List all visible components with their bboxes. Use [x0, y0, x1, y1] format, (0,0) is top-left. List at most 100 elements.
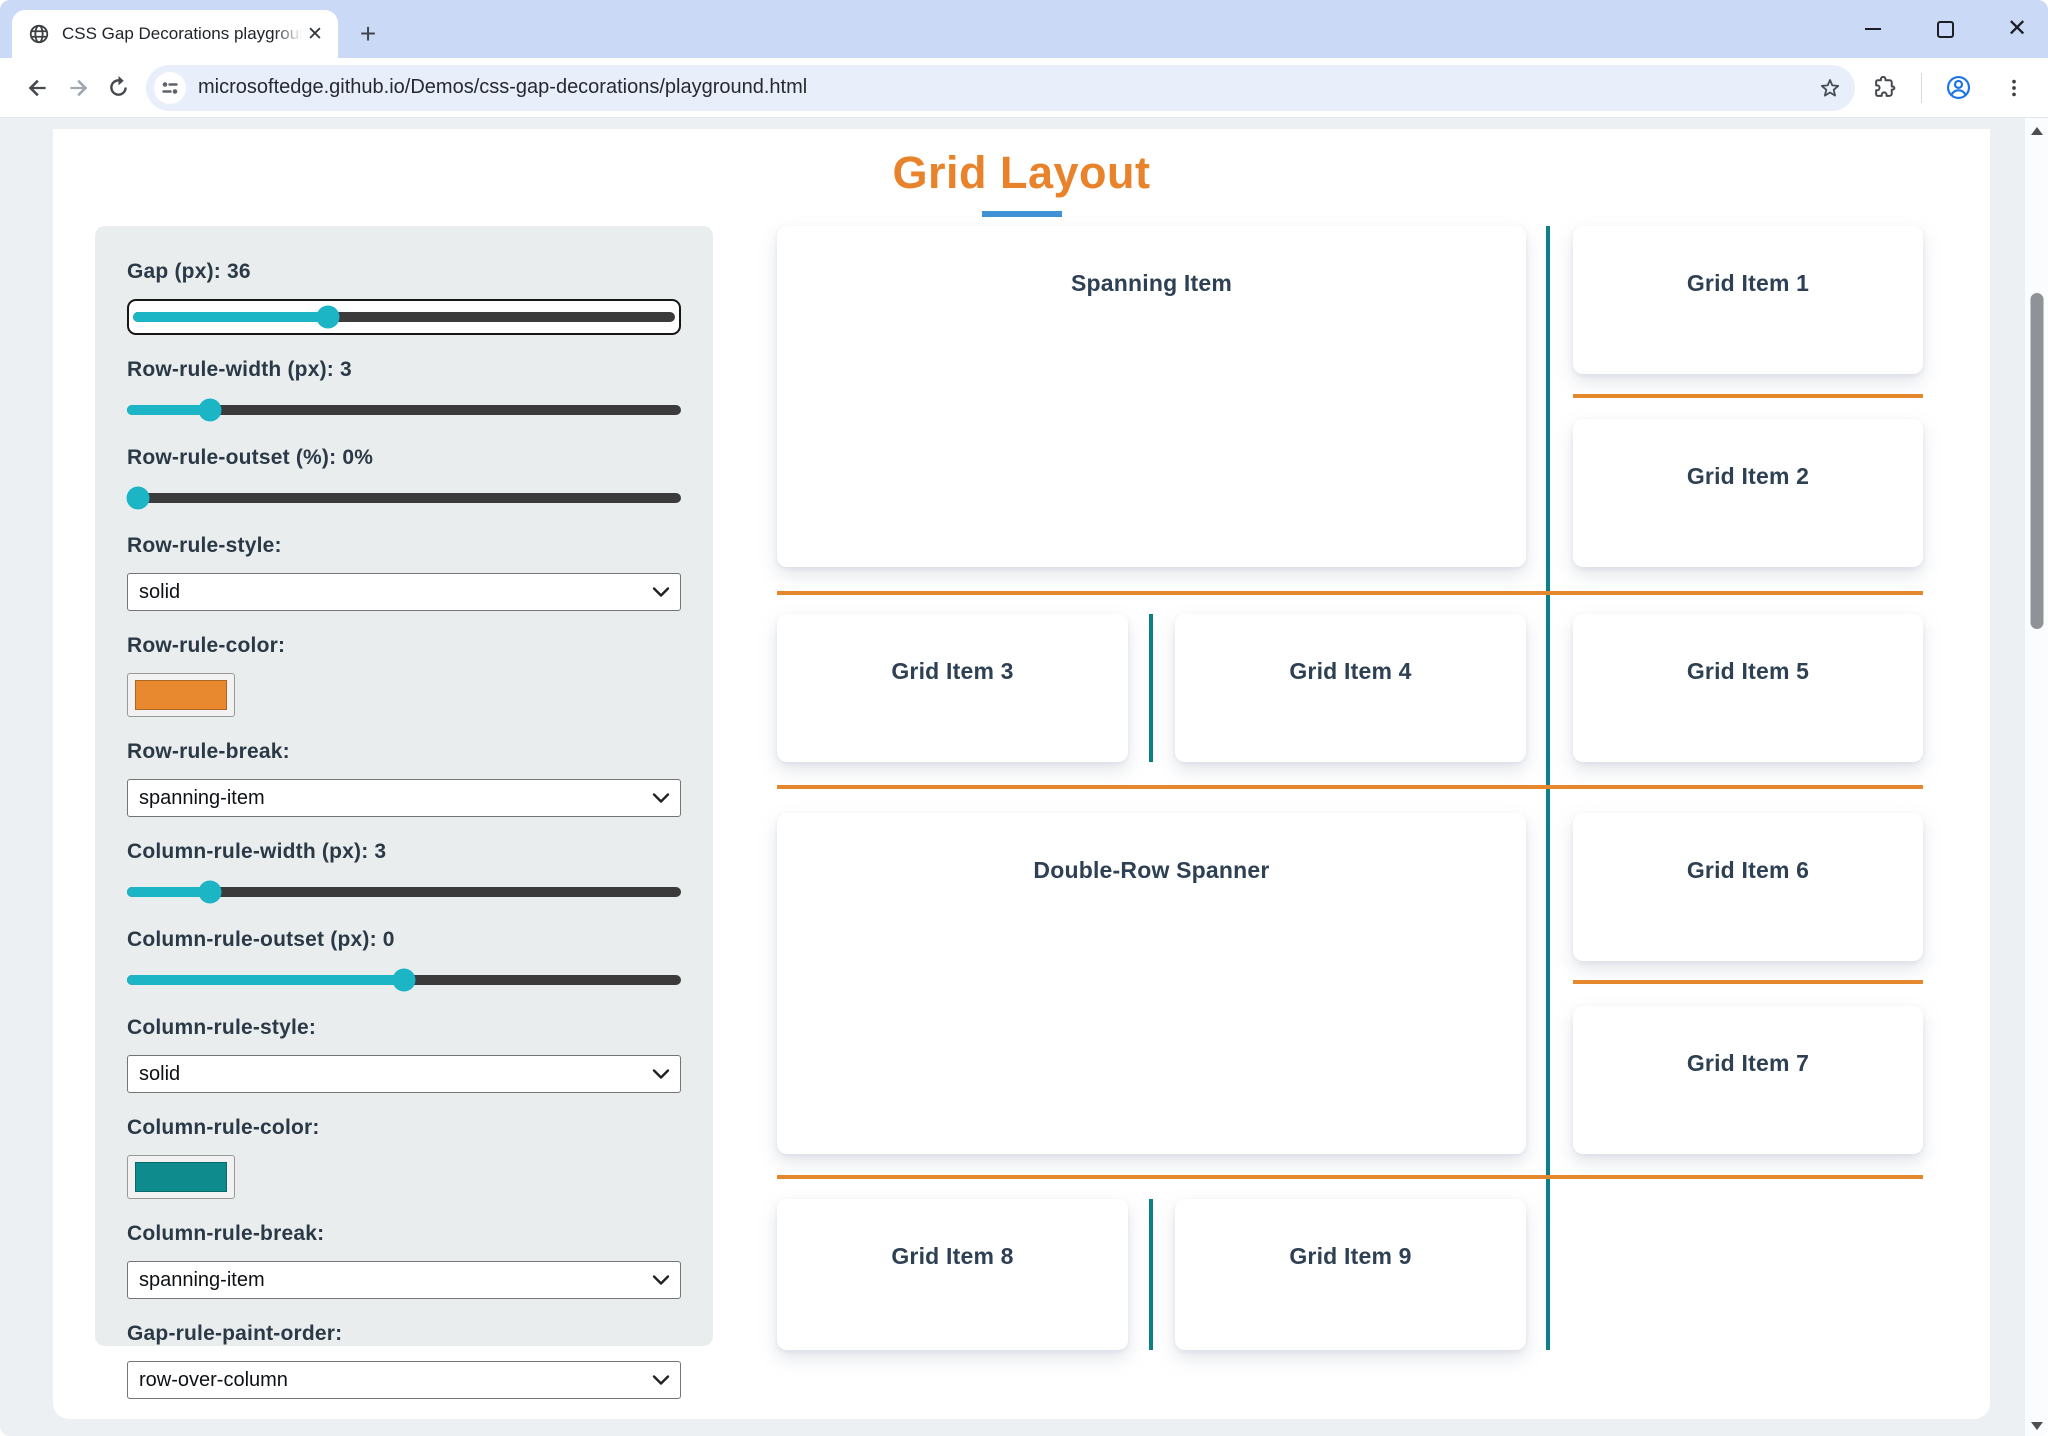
grid-item: Grid Item 9 — [1175, 1199, 1526, 1350]
slider-fill — [127, 975, 404, 985]
row-gap-rule — [777, 1175, 1923, 1179]
select-value: row-over-column — [139, 1368, 288, 1391]
control-group: Row-rule-width (px): 3 — [127, 358, 681, 423]
controls-panel: Gap (px): 36 Row-rule-width (px): 3 Row-ru… — [95, 226, 713, 1399]
control-label: Row-rule-outset (%): 0% — [127, 446, 374, 469]
profile-icon[interactable] — [1938, 68, 1978, 108]
range-slider[interactable] — [127, 967, 681, 993]
range-slider[interactable] — [127, 397, 681, 423]
scroll-up-icon[interactable] — [2030, 127, 2043, 135]
page-viewport: Grid Layout Gap (px): 36 Row-rule-width (… — [0, 118, 2048, 1436]
reload-icon[interactable] — [98, 68, 138, 108]
select-dropdown[interactable]: spanning-item — [127, 779, 681, 817]
select-value: solid — [139, 1062, 181, 1085]
control-label: Row-rule-color: — [127, 634, 286, 657]
minimize-icon — [1865, 27, 1881, 31]
slider-track[interactable] — [126, 486, 681, 510]
control-group: Row-rule-outset (%): 0% — [126, 446, 681, 511]
control-group: Column-rule-color: — [127, 1116, 681, 1199]
color-picker-button[interactable] — [127, 1155, 235, 1199]
slider-fill — [133, 312, 329, 322]
grid-item: Grid Item 5 — [1573, 614, 1923, 762]
page-title: Grid Layout — [892, 147, 1151, 198]
browser-tab[interactable]: CSS Gap Decorations playgroun ✕ — [12, 10, 338, 58]
control-group: Column-rule-style: solid — [127, 1016, 681, 1093]
page-scrollbar[interactable] — [2025, 118, 2048, 1436]
control-label: Row-rule-width (px): 3 — [127, 358, 352, 381]
toolbar-separator — [1921, 72, 1922, 103]
select-value: solid — [139, 580, 181, 603]
control-label: Row-rule-style: — [127, 534, 282, 557]
control-group: Gap (px): 36 — [127, 260, 681, 335]
scrollbar-thumb[interactable] — [2030, 293, 2043, 629]
grid-item: Grid Item 3 — [777, 614, 1128, 762]
grid-item: Grid Item 7 — [1573, 1006, 1923, 1154]
grid-item: Grid Item 1 — [1573, 226, 1923, 374]
grid-item: Grid Item 2 — [1573, 419, 1923, 567]
color-swatch — [135, 1162, 227, 1192]
slider-track[interactable] — [127, 880, 681, 904]
select-value: spanning-item — [139, 1268, 265, 1291]
forward-button[interactable] — [58, 68, 98, 108]
scroll-down-icon[interactable] — [2030, 1422, 2043, 1430]
tab-close-icon[interactable]: ✕ — [307, 23, 323, 45]
url-text: microsoftedge.github.io/Demos/css-gap-de… — [198, 76, 808, 98]
select-dropdown[interactable]: row-over-column — [127, 1361, 681, 1399]
new-tab-button[interactable]: + — [359, 18, 377, 49]
slider-track[interactable] — [127, 968, 681, 992]
slider-thumb[interactable] — [126, 486, 150, 510]
page-main: Grid Layout Gap (px): 36 Row-rule-width (… — [53, 129, 1990, 1419]
control-group: Gap-rule-paint-order:row-over-column — [127, 1322, 681, 1399]
slider-thumb[interactable] — [198, 880, 222, 904]
range-slider[interactable] — [127, 299, 681, 335]
range-slider[interactable] — [126, 485, 681, 511]
row-gap-rule — [1573, 980, 1923, 984]
tab-title: CSS Gap Decorations playgroun — [62, 24, 302, 44]
column-gap-rule — [1149, 1199, 1153, 1350]
grid-item: Double-Row Spanner — [777, 813, 1526, 1154]
address-bar[interactable]: microsoftedge.github.io/Demos/css-gap-de… — [146, 64, 1855, 111]
color-swatch — [135, 680, 227, 710]
chevron-down-icon — [652, 1068, 670, 1080]
bookmark-star-icon[interactable] — [1815, 73, 1845, 103]
menu-kebab-icon[interactable] — [1994, 68, 2034, 108]
globe-icon — [28, 23, 50, 45]
select-dropdown[interactable]: spanning-item — [127, 1261, 681, 1299]
grid-item: Grid Item 8 — [777, 1199, 1128, 1350]
slider-fill — [127, 887, 211, 897]
select-dropdown[interactable]: solid — [127, 1055, 681, 1093]
extensions-icon[interactable] — [1865, 68, 1905, 108]
window-controls: ✕ — [1858, 0, 2032, 58]
slider-thumb[interactable] — [392, 968, 416, 992]
control-group: Column-rule-width (px): 3 — [127, 840, 681, 905]
close-button[interactable]: ✕ — [2006, 15, 2028, 42]
range-slider[interactable] — [127, 879, 681, 905]
chevron-down-icon — [652, 1274, 670, 1286]
control-label: Column-rule-style: — [127, 1016, 317, 1039]
control-group: Row-rule-color: — [127, 634, 681, 717]
minimize-button[interactable] — [1858, 14, 1888, 44]
row-gap-rule — [777, 591, 1923, 595]
back-button[interactable] — [18, 68, 58, 108]
slider-thumb[interactable] — [198, 398, 222, 422]
slider-thumb[interactable] — [316, 305, 340, 329]
grid-item: Spanning Item — [777, 226, 1526, 567]
color-picker-button[interactable] — [127, 673, 235, 717]
title-underline — [981, 211, 1062, 217]
select-dropdown[interactable]: solid — [127, 573, 681, 611]
grid-item: Grid Item 6 — [1573, 813, 1923, 961]
control-group: Column-rule-outset (px): 0 — [127, 928, 681, 993]
slider-fill — [127, 405, 211, 415]
slider-track[interactable] — [133, 305, 675, 329]
chevron-down-icon — [652, 792, 670, 804]
slider-track[interactable] — [127, 398, 681, 422]
tab-strip: CSS Gap Decorations playgroun ✕ + ✕ — [0, 0, 2048, 58]
site-info-icon[interactable] — [154, 71, 186, 104]
select-value: spanning-item — [139, 786, 265, 809]
control-label: Gap (px): 36 — [127, 260, 251, 283]
browser-toolbar: microsoftedge.github.io/Demos/css-gap-de… — [0, 58, 2048, 118]
row-gap-rule — [777, 785, 1923, 789]
maximize-button[interactable] — [1930, 14, 1960, 44]
control-group: Row-rule-style: solid — [127, 534, 681, 611]
